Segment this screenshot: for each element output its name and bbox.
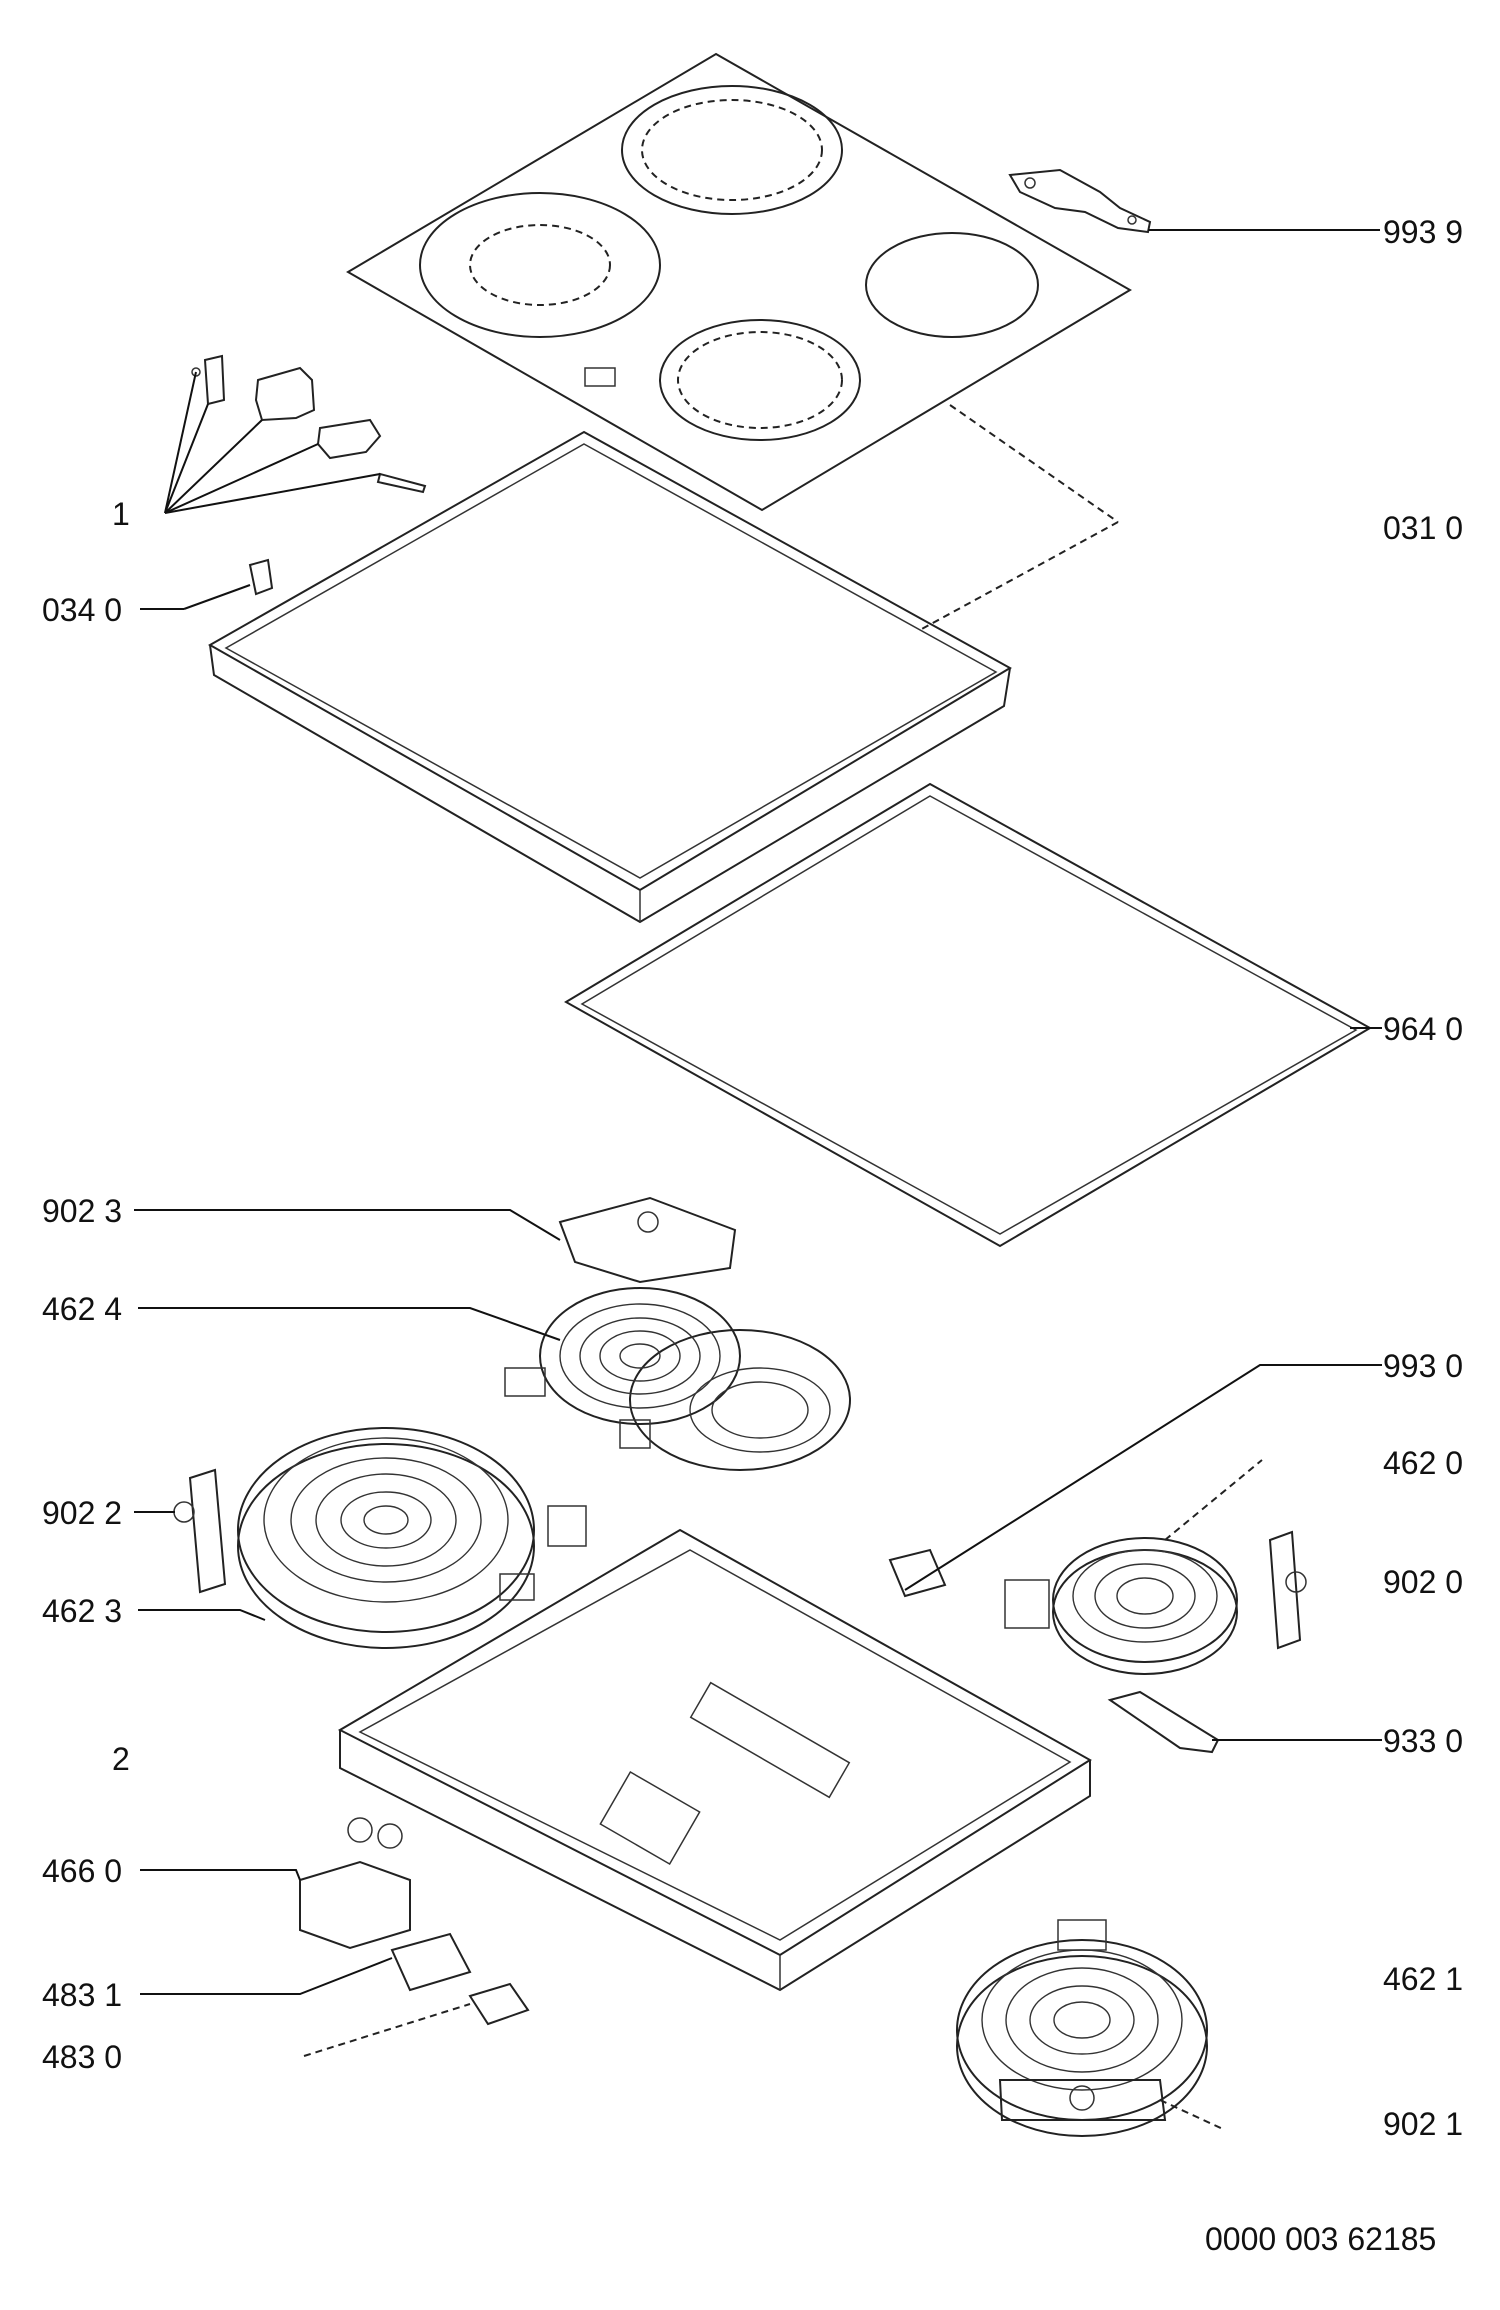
label-4830: 483 0 [42,2039,123,2075]
bracket-part-9939 [1008,168,1152,234]
glass-cooktop-plate [346,52,1132,631]
heating-element-part-4623 [237,1427,587,1649]
bracket-part-9022 [173,1468,227,1594]
base-tray-part-2 [337,1528,1092,1992]
label-4624: 462 4 [42,1291,123,1327]
label-2: 2 [112,1741,130,1777]
fastener-parts-group-1 [191,354,427,494]
terminal-part-4831 [390,1932,472,1992]
frame-part-0310 [207,430,1013,924]
label-4623: 462 3 [42,1593,123,1629]
label-4660: 466 0 [42,1853,123,1889]
label-0340: 034 0 [42,592,123,628]
sensor-part-9330 [1107,1690,1220,1754]
bracket-part-9023 [558,1196,737,1284]
clip-part-0340 [248,558,274,596]
label-1: 1 [112,496,130,532]
label-9022: 902 2 [42,1495,123,1531]
heating-element-part-4620 [1004,1537,1238,1675]
label-9020: 902 0 [1383,1564,1464,1600]
label-9939: 993 9 [1383,214,1464,250]
heating-element-part-4624 [504,1287,851,1471]
label-4620: 462 0 [1383,1445,1464,1481]
document-number: 0000 003 62185 [1205,2221,1437,2257]
label-4831: 483 1 [42,1977,123,2013]
terminal-part-4830 [468,1982,530,2026]
label-4621: 462 1 [1383,1961,1464,1997]
terminal-block-part-4660 [299,1817,411,1950]
label-9023: 902 3 [42,1193,123,1229]
label-9930: 993 0 [1383,1348,1464,1384]
label-9330: 933 0 [1383,1723,1464,1759]
heating-element-part-4621 [956,1919,1208,2137]
leader-lines [134,229,1382,2131]
label-0310: 031 0 [1383,510,1464,546]
bracket-part-9020 [1268,1530,1307,1650]
gasket-part-9640 [564,782,1373,1248]
label-9640: 964 0 [1383,1011,1464,1047]
label-9021: 902 1 [1383,2106,1464,2142]
clip-part-9930 [888,1548,947,1598]
bracket-part-9021 [998,2079,1167,2121]
